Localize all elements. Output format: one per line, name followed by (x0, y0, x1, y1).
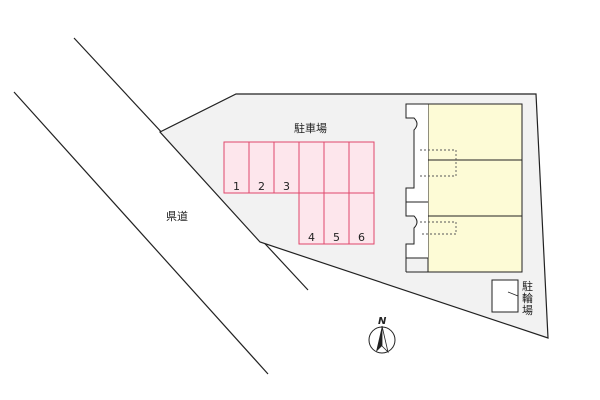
parking-space-number-6: 6 (358, 231, 365, 244)
parking-space-lower-4 (298, 192, 325, 245)
bicycle-parking-label-1: 駐 (522, 279, 533, 293)
bicycle-parking-label-2: 輪 (522, 291, 533, 305)
entrance-alcove-1 (405, 103, 428, 203)
bicycle-parking-label-3: 場 (522, 304, 533, 317)
parking-space-upper-5 (323, 141, 350, 194)
apartment-building (405, 103, 523, 273)
balcony-dashed-2 (420, 221, 457, 235)
parking-space-upper-4 (298, 141, 325, 194)
parking-space-number-2: 2 (258, 180, 265, 193)
road-edge-left (13, 91, 269, 375)
balcony-dashed-1 (420, 149, 457, 177)
parking-space-number-5: 5 (333, 231, 340, 244)
building-unit-1 (427, 103, 523, 161)
parking-space-upper-1 (223, 141, 250, 194)
parking-space-upper-6 (348, 141, 375, 194)
parking-space-lower-6 (348, 192, 375, 245)
bicycle-parking-box (491, 279, 519, 313)
parking-label: 駐車場 (294, 121, 327, 135)
parking-area: 1 2 3 4 5 6 (223, 141, 375, 245)
parking-space-lower-5 (323, 192, 350, 245)
parking-space-upper-2 (248, 141, 275, 194)
parking-space-number-4: 4 (308, 231, 315, 244)
road-label: 県道 (166, 209, 188, 223)
parking-space-number-1: 1 (233, 180, 240, 193)
parking-space-number-3: 3 (283, 180, 290, 193)
building-unit-2 (427, 159, 523, 217)
compass-north-icon: N (368, 316, 396, 354)
building-unit-3 (427, 215, 523, 273)
bicycle-parking-leader (507, 291, 519, 297)
compass-label: N (378, 316, 387, 327)
entrance-alcove-2 (405, 201, 429, 272)
